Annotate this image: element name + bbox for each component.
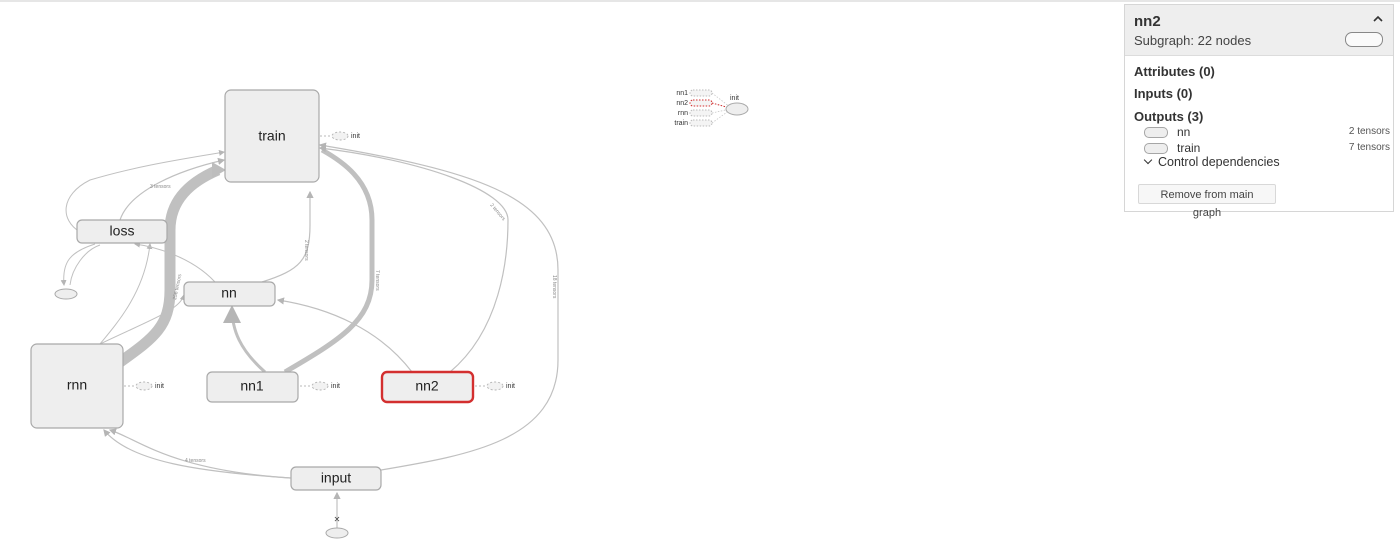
edge-loss-ellipse	[60, 243, 96, 286]
expand-toggle[interactable]	[1345, 32, 1383, 47]
node-info-card: nn2 Subgraph: 22 nodes Attributes (0) In…	[1124, 4, 1394, 219]
attributes-header[interactable]: Attributes (0)	[1134, 64, 1215, 79]
edge-nn2-nn	[276, 297, 413, 373]
nn2-init-ellipse[interactable]	[486, 381, 504, 391]
edges	[60, 142, 559, 528]
node-rnn[interactable]: rnn	[30, 343, 124, 429]
nn1-init-ellipse[interactable]	[311, 381, 329, 391]
edge-rnn-train-arrow	[212, 162, 226, 178]
edge-label-nn-train: 2 tensors	[303, 240, 309, 261]
inputs-header[interactable]: Inputs (0)	[1134, 86, 1193, 101]
output-row[interactable]: nn 2 tensors	[1144, 125, 1390, 140]
minimap-label-nn1: nn1	[676, 90, 688, 97]
edge-input-rnn	[103, 429, 292, 479]
node-loss-label: loss	[110, 223, 135, 239]
graph-canvas[interactable]: 256 tensors 7 tensors 2 tensors 18 tenso…	[0, 0, 1120, 543]
minimap-node-train[interactable]	[689, 119, 713, 127]
control-dependencies-toggle[interactable]: Control dependencies	[1143, 155, 1280, 169]
node-nn1-label: nn1	[240, 378, 264, 394]
node-rnn-label: rnn	[67, 377, 87, 393]
edge-label-nn2-train: 2 tensors	[488, 202, 506, 222]
output-row[interactable]: train 7 tensors	[1144, 141, 1390, 156]
minimap-label-train: train	[674, 120, 688, 127]
edge-nn-train	[261, 190, 314, 283]
edge-rnn-train	[108, 164, 221, 373]
control-dependencies-label: Control dependencies	[1158, 155, 1280, 169]
output-name: train	[1177, 141, 1201, 155]
minimap-init-label: init	[730, 95, 739, 102]
outputs-header[interactable]: Outputs (3)	[1134, 109, 1204, 124]
node-nn2[interactable]: nn2	[380, 370, 475, 404]
edge-loss-left	[65, 149, 225, 233]
edge-nn1-train	[283, 147, 375, 375]
edge-rnn-loss	[99, 243, 153, 345]
edge-ellipse-loss	[69, 244, 101, 286]
node-nn[interactable]: nn	[183, 281, 276, 307]
node-loss[interactable]: loss	[76, 219, 168, 244]
remove-from-main-graph-button[interactable]: Remove from main graph	[1138, 184, 1276, 219]
info-card-header: nn2 Subgraph: 22 nodes	[1125, 5, 1393, 56]
graph-svg[interactable]: 256 tensors 7 tensors 2 tensors 18 tenso…	[0, 0, 1120, 543]
node-train-label: train	[258, 128, 285, 144]
aux-init-nodes: init init init init	[124, 131, 515, 391]
rnn-init-ellipse[interactable]	[135, 381, 153, 391]
output-node-icon	[1144, 143, 1168, 154]
output-count: 7 tensors	[1348, 142, 1390, 153]
edge-loss-train	[119, 157, 226, 221]
node-input-label: input	[321, 470, 351, 486]
edge-rnn-nn	[99, 294, 186, 345]
edge-nn2-train	[318, 145, 509, 373]
x-placeholder-glyph: ✕	[334, 515, 341, 524]
nn2-init-label: init	[506, 383, 515, 390]
rnn-init-label: init	[155, 383, 164, 390]
node-nn2-label: nn2	[415, 378, 439, 394]
edge-label-input-train: 18 tensors	[551, 275, 557, 299]
minimap-init-ellipse[interactable]	[725, 102, 749, 116]
edge-label-input-rnn: 4 tensors	[185, 458, 206, 464]
edge-label-rnn-train: 256 tensors	[172, 273, 183, 300]
train-init-label: init	[351, 133, 360, 140]
minimap-node-nn2[interactable]	[689, 99, 713, 107]
minimap-node-rnn[interactable]	[689, 109, 713, 117]
info-card-title: nn2	[1134, 13, 1161, 30]
nn1-init-label: init	[331, 383, 340, 390]
output-count: 2 tensors	[1348, 126, 1390, 137]
edge-label-nn1-train: 7 tensors	[374, 270, 380, 291]
info-card-subtitle: Subgraph: 22 nodes	[1134, 33, 1252, 48]
minimap[interactable]: nn1 nn2 rnn train init	[674, 89, 749, 127]
output-name: nn	[1177, 125, 1191, 139]
node-train[interactable]: train	[224, 89, 320, 183]
chevron-down-icon	[1143, 155, 1153, 165]
top-divider	[0, 0, 1400, 2]
x-placeholder-ellipse[interactable]	[325, 527, 349, 539]
edge-input-train	[318, 142, 559, 471]
node-nn1[interactable]: nn1	[206, 371, 299, 403]
node-input[interactable]: input	[290, 466, 382, 491]
loss-const-ellipse[interactable]	[54, 288, 78, 300]
edge-label-loss-train: 3 tensors	[150, 184, 171, 190]
edge-nn-loss	[134, 241, 216, 283]
train-init-ellipse[interactable]	[331, 131, 349, 141]
edge-nn1-nn	[223, 305, 266, 374]
chevron-up-icon[interactable]	[1373, 11, 1383, 25]
minimap-label-nn2: nn2	[676, 100, 688, 107]
output-node-icon	[1144, 127, 1168, 138]
minimap-label-rnn: rnn	[678, 110, 688, 117]
minimap-node-nn1[interactable]	[689, 89, 713, 97]
node-nn-label: nn	[221, 285, 237, 301]
edge-input-nn	[108, 428, 291, 479]
